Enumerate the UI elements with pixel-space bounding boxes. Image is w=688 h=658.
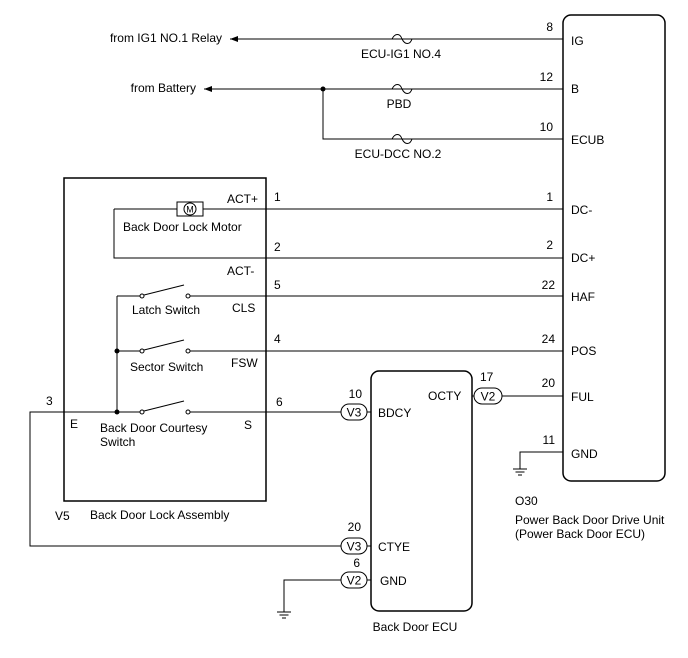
- drive-pin-name-pos: POS: [571, 344, 596, 358]
- fuse-pbd-label: PBD: [387, 97, 412, 111]
- drive-pin-name-b: B: [571, 82, 579, 96]
- drive-unit-name: Power Back Door Drive Unit: [515, 513, 665, 527]
- lock-pin-name-e: E: [70, 417, 78, 431]
- lock-assembly-code: V5: [55, 509, 70, 523]
- drive-ground-icon: [513, 468, 527, 476]
- courtesy-switch-label-2: Switch: [100, 435, 135, 449]
- ecu-ground-icon: [277, 611, 291, 619]
- source-ig1-label: from IG1 NO.1 Relay: [110, 31, 222, 45]
- drive-pin-name-gnd: GND: [571, 447, 598, 461]
- back-door-ecu-name: Back Door ECU: [373, 620, 458, 634]
- drive-pin-num-12: 12: [540, 70, 554, 84]
- ecu-pin-name-ctye: CTYE: [378, 540, 410, 554]
- drive-pin-name-haf: HAF: [571, 290, 595, 304]
- drive-pin-name-ig: IG: [571, 34, 584, 48]
- lock-pin-num-4: 4: [274, 332, 281, 346]
- wire-act-minus: [113, 209, 563, 259]
- drive-pin-num-1: 1: [546, 190, 553, 204]
- courtesy-switch-icon: [117, 400, 191, 415]
- ecu-pin-num-10: 10: [349, 387, 363, 401]
- drive-pin-num-11: 11: [543, 433, 556, 447]
- lock-assembly-name: Back Door Lock Assembly: [90, 508, 229, 522]
- motor-label: Back Door Lock Motor: [123, 220, 242, 234]
- arrow-ig-icon: [230, 36, 238, 42]
- drive-unit-code: O30: [515, 494, 538, 508]
- fuse-ecu-ig1-label: ECU-IG1 NO.4: [361, 47, 441, 61]
- lock-pin-name-fsw: FSW: [231, 356, 258, 370]
- connector-v3-bdcy: V3: [340, 403, 368, 421]
- drive-pin-num-2: 2: [546, 238, 553, 252]
- ecu-pin-num-17: 17: [480, 370, 494, 384]
- drive-pin-name-ecub: ECUB: [571, 133, 604, 147]
- drive-pin-name-dc-plus: DC+: [571, 251, 595, 265]
- ecu-pin-num-20: 20: [348, 520, 362, 534]
- wire-ecu-gnd: [283, 579, 341, 612]
- lock-pin-num-2: 2: [274, 240, 281, 254]
- lock-pin-name-act-plus: ACT+: [227, 192, 258, 206]
- drive-pin-name-dc-minus: DC-: [571, 203, 592, 217]
- latch-switch-icon: [117, 284, 191, 299]
- ecu-pin-name-bdcy: BDCY: [378, 406, 411, 420]
- back-door-ecu-box: [370, 370, 473, 612]
- drive-pin-num-10: 10: [540, 120, 554, 134]
- drive-pin-num-22: 22: [542, 278, 556, 292]
- lock-pin-name-cls: CLS: [232, 301, 255, 315]
- sector-switch-label: Sector Switch: [130, 360, 203, 374]
- arrow-battery-icon: [204, 86, 212, 92]
- lock-pin-name-act-minus: ACT-: [227, 264, 254, 278]
- drive-pin-name-ful: FUL: [571, 390, 594, 404]
- courtesy-switch-label-1: Back Door Courtesy: [100, 421, 207, 435]
- wire-e-ctye: [29, 411, 341, 547]
- drive-pin-num-8: 8: [546, 20, 553, 34]
- ecu-pin-num-6: 6: [353, 556, 360, 570]
- fuse-pbd-icon: [391, 84, 413, 94]
- lock-pin-num-5: 5: [274, 278, 281, 292]
- fuse-ecu-dcc-label: ECU-DCC NO.2: [355, 147, 442, 161]
- sector-switch-icon: [117, 339, 191, 354]
- ecu-pin-name-octy: OCTY: [428, 389, 461, 403]
- wire-ecub: [322, 89, 563, 140]
- connector-v3-ctye-label: V3: [347, 540, 362, 554]
- connector-v2-octy: V2: [473, 387, 503, 405]
- connector-v2-gnd: V2: [340, 571, 368, 589]
- lock-assembly-box: [63, 177, 267, 502]
- motor-symbol: M: [186, 205, 194, 215]
- lock-pin-num-1: 1: [274, 190, 281, 204]
- latch-switch-label: Latch Switch: [132, 303, 200, 317]
- drive-unit-box: [562, 14, 666, 482]
- connector-v2-octy-label: V2: [481, 390, 496, 404]
- drive-unit-subname: (Power Back Door ECU): [515, 527, 645, 541]
- lock-pin-num-6: 6: [276, 395, 283, 409]
- source-battery-label: from Battery: [131, 81, 196, 95]
- lock-pin-name-s: S: [244, 418, 252, 432]
- motor-icon: M: [176, 201, 204, 217]
- lock-pin-num-3: 3: [46, 394, 53, 408]
- fuse-ecu-dcc-icon: [391, 134, 413, 144]
- drive-pin-num-20: 20: [542, 376, 556, 390]
- connector-v3-ctye: V3: [340, 537, 368, 555]
- ecu-pin-name-gnd: GND: [380, 574, 407, 588]
- connector-v2-gnd-label: V2: [347, 574, 362, 588]
- fuse-ecu-ig1-icon: [391, 34, 413, 44]
- wire-drive-gnd: [519, 451, 563, 469]
- drive-pin-num-24: 24: [542, 332, 556, 346]
- connector-v3-bdcy-label: V3: [347, 406, 362, 420]
